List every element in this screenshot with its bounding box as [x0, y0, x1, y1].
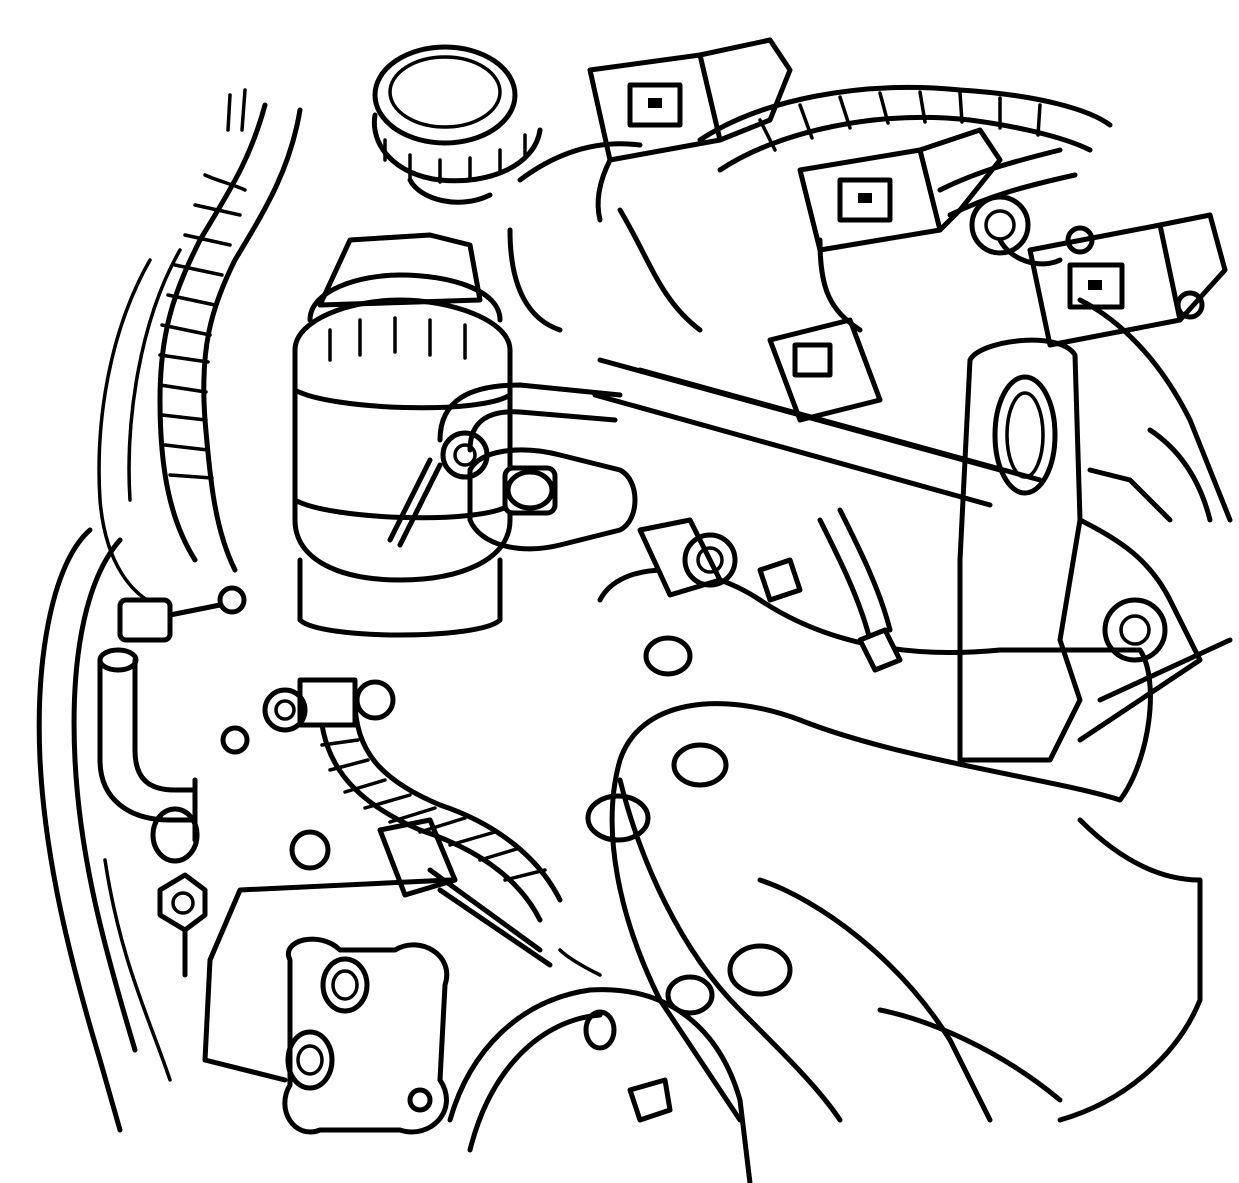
valve-cover-lines — [507, 141, 1213, 523]
mounting-bracket — [467, 447, 638, 552]
connector-3 — [1027, 212, 1228, 348]
exhaust-manifold — [585, 567, 1203, 1123]
lifting-bracket — [957, 337, 1083, 763]
left-wiring-harness — [97, 88, 303, 612]
lower-flange — [202, 877, 453, 1135]
reservoir-cap — [371, 44, 543, 205]
lower-center-harness — [297, 677, 563, 923]
connector-4 — [767, 317, 883, 423]
connector-1 — [587, 37, 793, 223]
fuel-rail — [592, 357, 1043, 508]
left-fasteners — [117, 585, 396, 978]
sensor-fittings — [377, 507, 903, 977]
upper-right-harness — [697, 84, 1113, 218]
lower-round-component — [447, 987, 753, 1183]
connector-2 — [797, 127, 1003, 253]
ignition-connectors — [587, 37, 1228, 423]
left-pipe-elbow — [97, 647, 200, 864]
canister-filter — [292, 232, 513, 638]
cylinder-head-right — [1077, 297, 1233, 743]
belt-pulley-edge — [36, 527, 172, 1133]
